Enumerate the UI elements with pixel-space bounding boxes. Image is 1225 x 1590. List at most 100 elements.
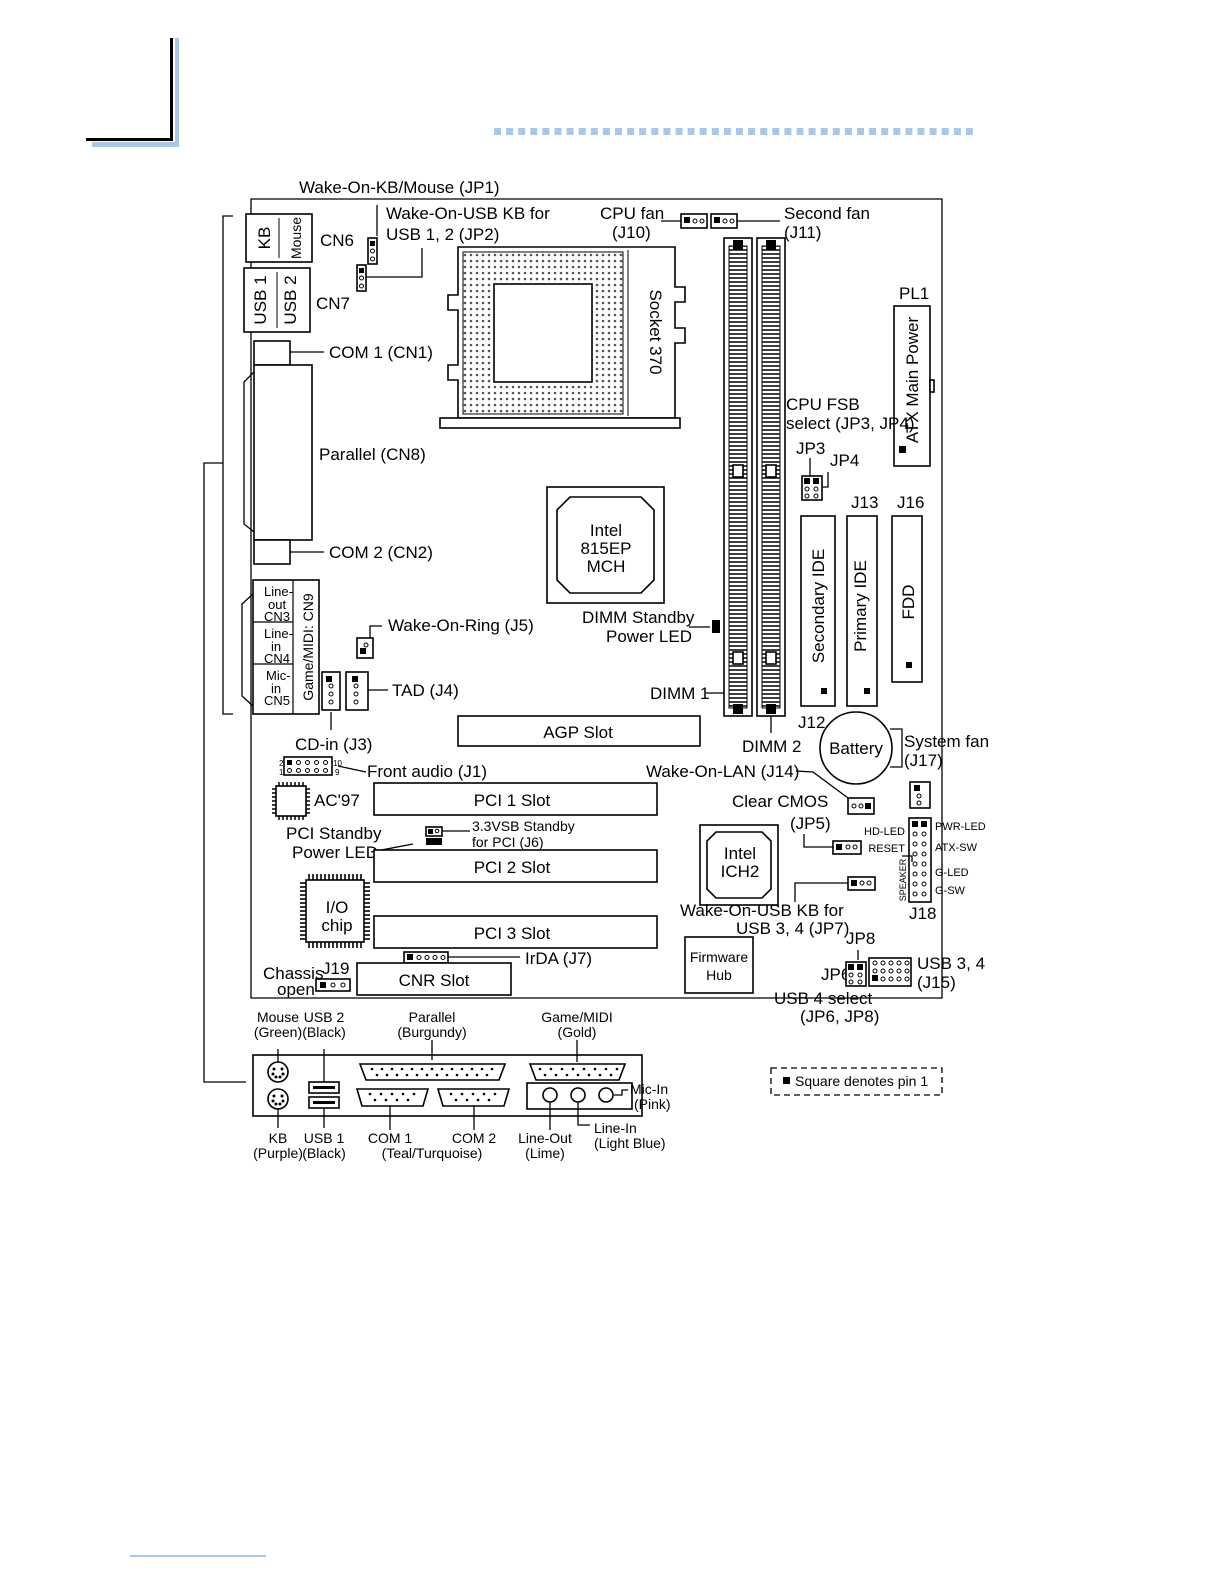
cn4-label: CN4 — [264, 651, 290, 666]
chassis-open-header — [315, 978, 351, 992]
fa-pin10-label: 10 — [333, 759, 342, 768]
header-dot — [941, 128, 949, 135]
pci2-slot — [373, 849, 658, 883]
j12-label: J12 — [798, 713, 825, 732]
atx-sw-label: ATX-SW — [935, 842, 978, 854]
port-pin — [593, 1067, 597, 1071]
header-dot — [699, 128, 707, 135]
kb-label: KB — [255, 227, 274, 250]
line-out-jack — [542, 1087, 558, 1103]
clear-cmos-jumper — [832, 840, 862, 855]
com2-cn2-label: COM 2 (CN2) — [329, 543, 433, 562]
header-pin — [305, 760, 310, 765]
usb-connector: USB 1 USB 2 — [243, 267, 311, 333]
header-pin — [904, 976, 910, 982]
pl1-label: PL1 — [899, 284, 929, 303]
reset-label: RESET — [868, 843, 905, 855]
port-pin — [373, 1098, 377, 1102]
io-linein-label-a: Line-In — [594, 1120, 637, 1136]
tad-label: TAD (J4) — [392, 681, 459, 700]
vsb-jumper-j6 — [425, 826, 443, 845]
io-lineout-label-b: (Lime) — [525, 1145, 565, 1161]
chassis-label-b: open — [277, 980, 315, 999]
mouse-ps2-port — [267, 1061, 289, 1083]
vsb-label-a: 3.3VSB Standby — [472, 818, 575, 834]
port-pin — [476, 1098, 480, 1102]
port-pin — [278, 1102, 282, 1106]
header-dot — [687, 128, 695, 135]
port-pin — [465, 1098, 469, 1102]
port-pin — [490, 1067, 494, 1071]
header-dot — [530, 128, 538, 135]
mic-in-jack — [598, 1087, 614, 1103]
port-pin — [280, 1067, 284, 1071]
io-usb1-label-b: (Black) — [302, 1145, 346, 1161]
header-dot — [663, 128, 671, 135]
game-midi-cn9-label: Game/MIDI: CN9 — [300, 593, 316, 701]
usb34-label-a: USB 3, 4 — [917, 954, 985, 973]
ac97-chip — [272, 782, 310, 820]
system-fan-label-a: System fan — [904, 732, 989, 751]
cnr-label: CNR Slot — [399, 971, 470, 990]
io-game-label-a: Game/MIDI — [541, 1009, 613, 1025]
line-in-label-2: in — [271, 639, 281, 654]
wake-usb-kb-34-label-a: Wake-On-USB KB for — [680, 901, 844, 920]
cpu-fsb-label-a: CPU FSB — [786, 395, 860, 414]
j19-label: J19 — [322, 959, 349, 978]
port-pin — [604, 1067, 608, 1071]
header-pin — [888, 968, 894, 974]
usb2-label: USB 2 — [281, 275, 300, 324]
page-header-decoration — [86, 38, 973, 147]
cn5-label: CN5 — [264, 693, 290, 708]
header-pin — [912, 891, 918, 897]
kb-mouse-connector: KB Mouse — [245, 213, 313, 263]
header-dot — [578, 128, 586, 135]
mouse-label: Mouse — [288, 217, 304, 259]
port-pin — [425, 1073, 429, 1077]
parallel-port — [358, 1063, 507, 1081]
port-pin — [615, 1067, 619, 1071]
battery — [819, 711, 903, 785]
port-pin — [395, 1098, 399, 1102]
port-pin — [395, 1073, 399, 1077]
audio-jack-stack — [241, 579, 320, 715]
usb34-label-b: (J15) — [917, 973, 956, 992]
header-pin — [287, 768, 292, 773]
wake-usb-kb-12-label-a: Wake-On-USB KB for — [386, 204, 550, 223]
socket-label: Socket 370 — [646, 289, 665, 374]
second-fan-label-a: Second fan — [784, 204, 870, 223]
header-pin — [912, 861, 918, 867]
io-mouse-label-a: Mouse — [257, 1009, 299, 1025]
port-pin — [271, 1072, 275, 1076]
port-pin — [480, 1067, 484, 1071]
header-dot — [905, 128, 913, 135]
pwr-led-label: PWR-LED — [935, 821, 986, 833]
speaker-label: SPEAKER — [898, 858, 908, 901]
header-dot — [723, 128, 731, 135]
wake-on-lan-label: Wake-On-LAN (J14) — [646, 762, 799, 781]
header-dot — [893, 128, 901, 135]
header-dot — [857, 128, 864, 135]
dimm-standby-label-a: DIMM Standby — [582, 608, 695, 627]
io-chip — [300, 874, 370, 948]
header-dot — [566, 128, 574, 135]
port-pin — [274, 1102, 278, 1106]
header-dot — [772, 128, 780, 135]
port-pin — [281, 1072, 285, 1076]
port-pin — [401, 1092, 405, 1096]
dimm2-slot — [756, 237, 786, 717]
port-pin — [278, 1075, 282, 1079]
second-fan-label-b: (J11) — [784, 223, 821, 242]
header-pin — [904, 960, 910, 966]
header-dot — [554, 128, 562, 135]
header-pin — [921, 871, 927, 877]
port-pin — [485, 1073, 489, 1077]
header-dot — [711, 128, 719, 135]
j16-label: J16 — [897, 493, 924, 512]
cpu-fan-header — [680, 213, 708, 229]
cpu-fsb-label-b: select (JP3, JP4) — [786, 414, 915, 433]
header-dot — [736, 128, 743, 135]
line-out-label-2: out — [268, 597, 286, 612]
usb4-select-label-a: USB 4 select — [774, 989, 873, 1008]
